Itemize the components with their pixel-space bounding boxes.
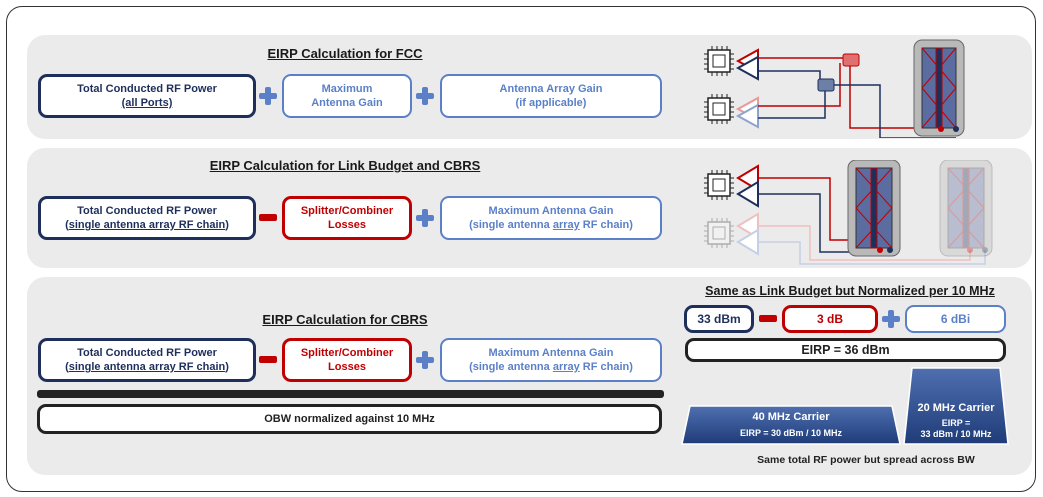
power-value: 33 dBm — [697, 312, 741, 326]
chip-icon — [704, 94, 734, 124]
gain-value: 6 dBi — [940, 312, 971, 326]
carrier-40-name: 40 MHz Carrier — [752, 411, 830, 423]
cbrs-losses-line2: Losses — [328, 361, 366, 373]
cbrs-title: EIRP Calculation for CBRS — [262, 312, 428, 327]
fcc-array-gain-line1: Antenna Array Gain — [499, 83, 603, 95]
link-gain-box: Maximum Antenna Gain (single antenna arr… — [440, 196, 662, 240]
amplifier-icon — [735, 48, 759, 129]
fcc-rf-illustration — [704, 39, 965, 138]
carrier-40-eirp: EIRP = 30 dBm / 10 MHz — [739, 428, 843, 438]
cbrs-gain-line1: Maximum Antenna Gain — [488, 347, 614, 359]
link-conducted-power-box: Total Conducted RF Power (single antenna… — [38, 196, 256, 240]
fcc-array-gain-box: Antenna Array Gain (if applicable) — [440, 74, 662, 118]
text: RF chain) — [579, 219, 633, 231]
link-losses-line2: Losses — [328, 219, 366, 231]
carrier-20mhz-shape — [903, 367, 1009, 445]
power-value-box: 33 dBm — [684, 305, 754, 333]
cbrs-losses-line1: Splitter/Combiner — [300, 347, 394, 359]
plus-icon — [416, 209, 434, 227]
plus-icon — [416, 87, 434, 105]
eirp-total: EIRP = 36 dBm — [801, 343, 890, 357]
minus-icon — [759, 315, 777, 322]
minus-icon — [259, 214, 277, 221]
text: ) — [225, 361, 229, 373]
text: ( — [65, 219, 69, 231]
plus-icon — [416, 351, 434, 369]
chip-icon — [704, 170, 734, 200]
cbrs-conducted-line1: Total Conducted RF Power — [77, 347, 217, 359]
cbrs-gain-array: array — [552, 361, 580, 373]
cbrs-gain-box: Maximum Antenna Gain (single antenna arr… — [440, 338, 662, 382]
cbrs-conducted-power-box: Total Conducted RF Power (single antenna… — [38, 338, 256, 382]
fcc-max-gain-box: Maximum Antenna Gain — [282, 74, 412, 118]
minus-icon — [259, 356, 277, 363]
text: ( — [65, 361, 69, 373]
link-losses-box: Splitter/Combiner Losses — [282, 196, 412, 240]
text: RF chain) — [579, 361, 633, 373]
link-conducted-line2: single antenna array RF chain — [68, 219, 226, 231]
link-conducted-line1: Total Conducted RF Power — [77, 205, 217, 217]
plus-icon — [259, 87, 277, 105]
link-gain-array: array — [552, 219, 580, 231]
fcc-title: EIRP Calculation for FCC — [267, 46, 423, 61]
link-losses-line1: Splitter/Combiner — [300, 205, 394, 217]
text: (single antenna — [469, 361, 553, 373]
text: ) — [225, 219, 229, 231]
cbrs-losses-box: Splitter/Combiner Losses — [282, 338, 412, 382]
loss-value: 3 dB — [816, 312, 843, 326]
gain-value-box: 6 dBi — [905, 305, 1006, 333]
loss-value-box: 3 dB — [782, 305, 878, 333]
eirp-total-box: EIRP = 36 dBm — [685, 338, 1006, 362]
carrier-40mhz-shape — [681, 405, 901, 445]
carrier-20-eirp2: 33 dBm / 10 MHz — [920, 429, 992, 439]
fcc-max-gain-line1: Maximum — [321, 83, 373, 95]
antenna-panel-icon — [939, 160, 993, 257]
divider-bar — [37, 390, 664, 398]
text: (single antenna — [469, 219, 553, 231]
carrier-20-eirp1: EIRP = — [941, 418, 971, 428]
plus-icon — [882, 310, 900, 328]
fcc-conducted-power-box: Total Conducted RF Power (all Ports) — [38, 74, 256, 118]
obw-box: OBW normalized against 10 MHz — [37, 404, 662, 434]
chip-icon — [704, 218, 734, 248]
link-rf-illustration — [704, 160, 993, 265]
link-gain-line1: Maximum Antenna Gain — [488, 205, 614, 217]
fcc-conducted-line1: Total Conducted RF Power — [77, 83, 217, 95]
chip-icon — [704, 46, 734, 76]
link-budget-title: EIRP Calculation for Link Budget and CBR… — [209, 158, 481, 173]
cbrs-conducted-line2: single antenna array RF chain — [68, 361, 226, 373]
obw-label: OBW normalized against 10 MHz — [264, 413, 435, 425]
carrier-caption: Same total RF power but spread across BW — [757, 454, 975, 466]
antenna-panel-icon — [847, 160, 901, 257]
fcc-conducted-line2: (all Ports) — [121, 97, 173, 109]
fcc-max-gain-line2: Antenna Gain — [311, 97, 383, 109]
fcc-array-gain-line2: (if applicable) — [515, 97, 587, 109]
amplifier-icon — [736, 164, 759, 256]
combiner-icon — [842, 53, 860, 67]
carrier-20-name: 20 MHz Carrier — [917, 402, 995, 414]
combiner-icon — [817, 78, 835, 92]
normalized-title: Same as Link Budget but Normalized per 1… — [705, 284, 995, 298]
antenna-panel-icon — [913, 39, 965, 137]
